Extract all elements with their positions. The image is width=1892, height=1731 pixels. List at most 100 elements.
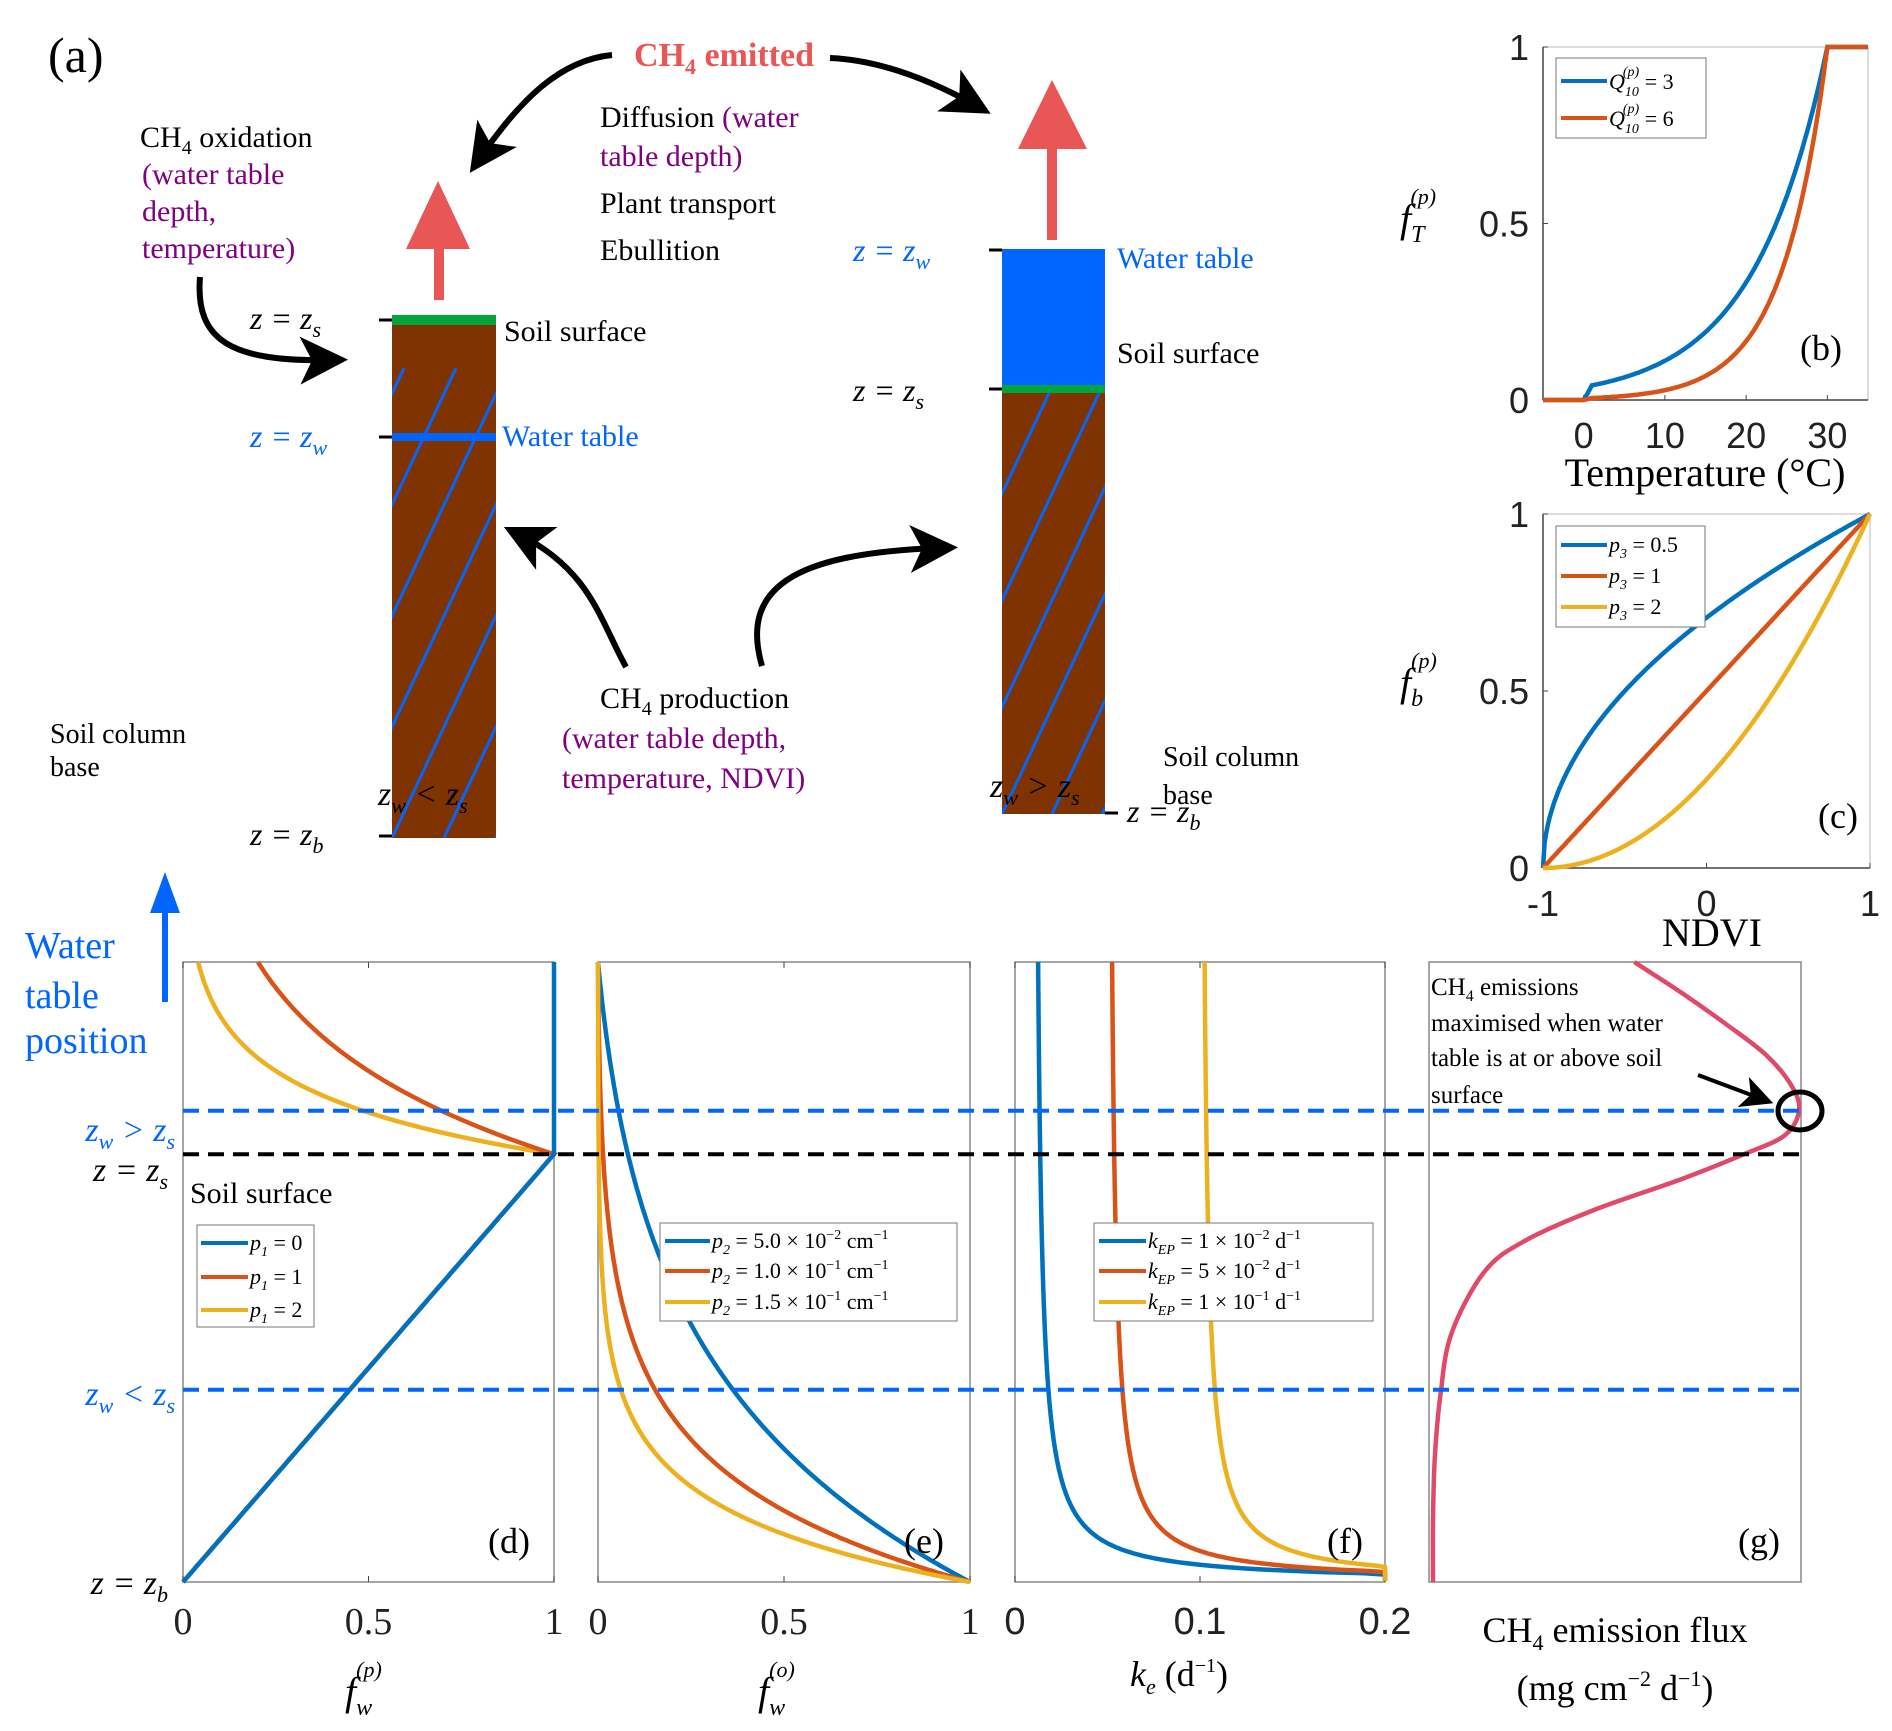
panel-label-e: (e): [904, 1521, 944, 1561]
xtick-label: 10: [1645, 415, 1685, 456]
right-soil-surface-label: Soil surface: [1117, 337, 1259, 370]
water-position-arrow-icon: [150, 872, 180, 913]
left-condition-label: zw < zs: [377, 776, 468, 818]
hatch-line: [1002, 393, 1101, 604]
water-position-arrow-shaft: [162, 900, 168, 1002]
panel-f-legend: kEP = 1 × 10−2 d−1 kEP = 5 × 10−2 d−1 kE…: [1093, 1222, 1374, 1322]
production-label: CH4 production: [600, 682, 789, 720]
right-standing-water: [1002, 249, 1105, 385]
series-line-p3-1: [1541, 512, 1872, 870]
hatch-line: [1302, 344, 1522, 814]
legend-label-p3-2: p3 = 2: [1607, 594, 1661, 624]
panel-a: (a) CH4 emitted CH4 oxidation (water tab…: [48, 27, 1572, 858]
left-emission-arrow-icon: [406, 181, 470, 249]
ytick-label: 0.5: [1479, 204, 1529, 245]
ytick-label: 0: [1509, 380, 1529, 421]
legend-label-q10-3: Q10(p) = 3: [1609, 65, 1674, 100]
right-zw-label: z = zw: [852, 232, 931, 274]
series-line-Q10-p-6: [1543, 44, 1868, 403]
xtick-label: 20: [1726, 415, 1766, 456]
ytick-label: 1: [1509, 494, 1529, 535]
water-table-position-label: Water table position: [25, 925, 147, 1062]
xtick-label: 0.2: [1359, 1601, 1412, 1643]
left-water-table-label: Water table: [502, 420, 639, 453]
series-line-p3-0-5: [1540, 512, 1872, 869]
right-saturated-hatch: [802, 344, 1572, 814]
level-z-eq-zs: z = zs: [92, 1152, 168, 1194]
series-line-ch4-flux: [1430, 960, 1802, 1583]
right-soil-body: [1002, 393, 1105, 814]
transport-list: Diffusion (water table depth) Plant tran…: [600, 101, 806, 267]
xtick-label: 1: [545, 1601, 564, 1643]
right-zs-label: z = zs: [852, 372, 924, 414]
panel-f-xlabel: ke (d−1): [1130, 1654, 1228, 1699]
legend-label-p1-2: p1 = 2: [248, 1297, 302, 1327]
hatch-line: [392, 390, 496, 620]
right-emission-arrow-icon: [1018, 80, 1087, 149]
legend-label-p2-0.15: p2 = 1.5 × 10−1 cm−1: [710, 1289, 889, 1319]
xtick-label: 30: [1807, 415, 1847, 456]
series-line-p3-2: [1543, 513, 1873, 871]
level-z-eq-zb: z = zb: [90, 1565, 168, 1607]
legend-label-p3-0.5: p3 = 0.5: [1607, 532, 1678, 562]
panel-c-xlabel: NDVI: [1662, 910, 1762, 955]
xtick-label: 0.5: [345, 1601, 393, 1643]
right-zb-label: z = zb: [1126, 793, 1201, 835]
xtick-label: 0: [174, 1601, 193, 1643]
ytick-label: 1: [1509, 27, 1529, 68]
annotation-arrow: [1697, 1073, 1774, 1107]
xtick-label: 1: [1860, 883, 1880, 924]
xtick-label: 0.5: [760, 1601, 808, 1643]
panel-label-g: (g): [1738, 1521, 1780, 1561]
panel-e-legend: p2 = 5.0 × 10−2 cm−1 p2 = 1.0 × 10−1 cm−…: [659, 1222, 958, 1322]
legend-label-kep-0.1: kEP = 1 × 10−1 d−1: [1148, 1289, 1301, 1319]
max-emission-circle: [1775, 1089, 1825, 1133]
hatch-line: [442, 723, 496, 838]
emitted-arrow-right: [829, 55, 991, 114]
panel-g-axes: [1428, 961, 1802, 1583]
xtick-label: 0: [1004, 1601, 1025, 1643]
soil-surface-label-d: Soil surface: [190, 1177, 332, 1210]
ytick-label: 0.5: [1479, 671, 1529, 712]
series-line-p2-1-5-10-1-cm-1: [595, 962, 971, 1585]
panel-g-xlabel-line2: (mg cm−2 d−1): [1517, 1666, 1714, 1708]
left-zw-label: z = zw: [249, 418, 328, 460]
xtick-label: 1: [961, 1601, 980, 1643]
hatch-line: [392, 612, 496, 838]
right-base-label: Soil column base: [1163, 742, 1306, 811]
panel-label-b: (b): [1800, 328, 1842, 368]
series-line-p1-0: [181, 962, 557, 1584]
legend-label-p2-0.05: p2 = 5.0 × 10−2 cm−1: [710, 1228, 889, 1258]
xtick-label: 0: [589, 1601, 608, 1643]
left-soil-surface-label: Soil surface: [504, 315, 646, 348]
left-water-table-line: [392, 433, 496, 441]
panel-c-ylabel: fb(p): [1400, 648, 1437, 712]
hatch-line: [1002, 483, 1105, 711]
right-water-table-label: Water table: [1117, 242, 1254, 275]
panel-label-a: (a): [48, 27, 104, 83]
left-soil-column: z = zs z = zw z = zb Soil surface Water …: [50, 181, 646, 858]
hatch-line: [1352, 344, 1572, 814]
left-emission-arrow-shaft: [434, 248, 444, 300]
legend-label-kep-0.05: kEP = 5 × 10−2 d−1: [1148, 1258, 1301, 1288]
xtick-label: 0: [1696, 883, 1716, 924]
production-controls: (water table depth, temperature, NDVI): [562, 722, 805, 795]
legend-label-p2-0.1: p2 = 1.0 × 10−1 cm−1: [710, 1258, 889, 1288]
right-condition-label: zw > zs: [989, 768, 1080, 810]
legend-label-q10-6: Q10(p) = 6: [1609, 102, 1674, 137]
hatch-line: [1002, 393, 1051, 498]
hatch-line: [1002, 590, 1105, 814]
xtick-label: 0.1: [1174, 1601, 1227, 1643]
panel-d-legend: p1 = 0 p1 = 1 p1 = 2: [196, 1224, 315, 1328]
oxidation-arrow: [196, 276, 348, 385]
hatch-line: [392, 501, 496, 731]
hatch-line: [392, 367, 458, 509]
right-soil-green: [1002, 385, 1105, 393]
panel-b-legend: Q10(p) = 3 Q10(p) = 6: [1555, 57, 1707, 139]
hatch-line: [802, 344, 1022, 814]
panel-d-xlabel: fw(p): [345, 1657, 382, 1721]
ytick-label: 0: [1509, 848, 1529, 889]
